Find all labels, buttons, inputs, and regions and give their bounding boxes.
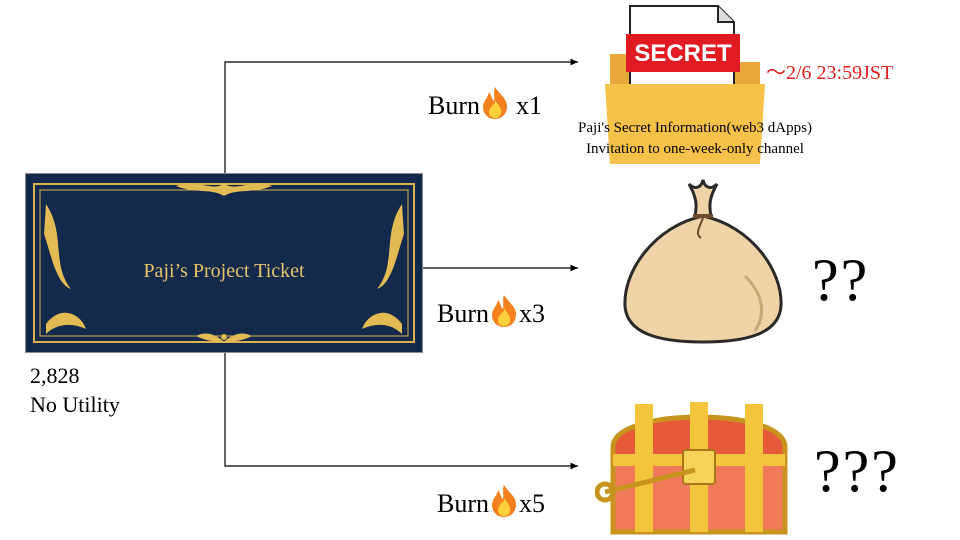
- ticket-title: Paji’s Project Ticket: [26, 260, 422, 283]
- mystery-reward-1: ??: [812, 246, 869, 315]
- flame-icon: [489, 294, 519, 328]
- flame-icon: [489, 484, 519, 518]
- burn-label-3: Burn x3: [437, 294, 545, 329]
- secret-stamp: SECRET: [634, 40, 732, 67]
- arrow-to-chest: [225, 353, 578, 466]
- ticket-utility-status: No Utility: [30, 391, 120, 419]
- project-ticket: Paji’s Project Ticket: [25, 173, 423, 353]
- money-bag-icon: [615, 176, 790, 344]
- burn-label-1: Burn x1: [428, 86, 542, 121]
- burn-word: Burn: [437, 299, 489, 328]
- burn-multiplier: x1: [516, 91, 542, 120]
- mystery-reward-2: ???: [814, 437, 900, 506]
- burn-word: Burn: [428, 91, 480, 120]
- secret-description: Paji's Secret Information(web3 dApps) In…: [540, 118, 850, 160]
- secret-line-2: Invitation to one-week-only channel: [540, 139, 850, 160]
- secret-line-1: Paji's Secret Information(web3 dApps): [540, 118, 850, 139]
- treasure-chest-icon: [595, 392, 805, 537]
- deadline-text: ～2/6 23:59JST: [766, 56, 893, 85]
- burn-label-5: Burn x5: [437, 484, 545, 519]
- ticket-count: 2,828: [30, 362, 80, 390]
- burn-word: Burn: [437, 489, 489, 518]
- flame-icon: [480, 86, 510, 120]
- burn-multiplier: x3: [519, 299, 545, 328]
- burn-multiplier: x5: [519, 489, 545, 518]
